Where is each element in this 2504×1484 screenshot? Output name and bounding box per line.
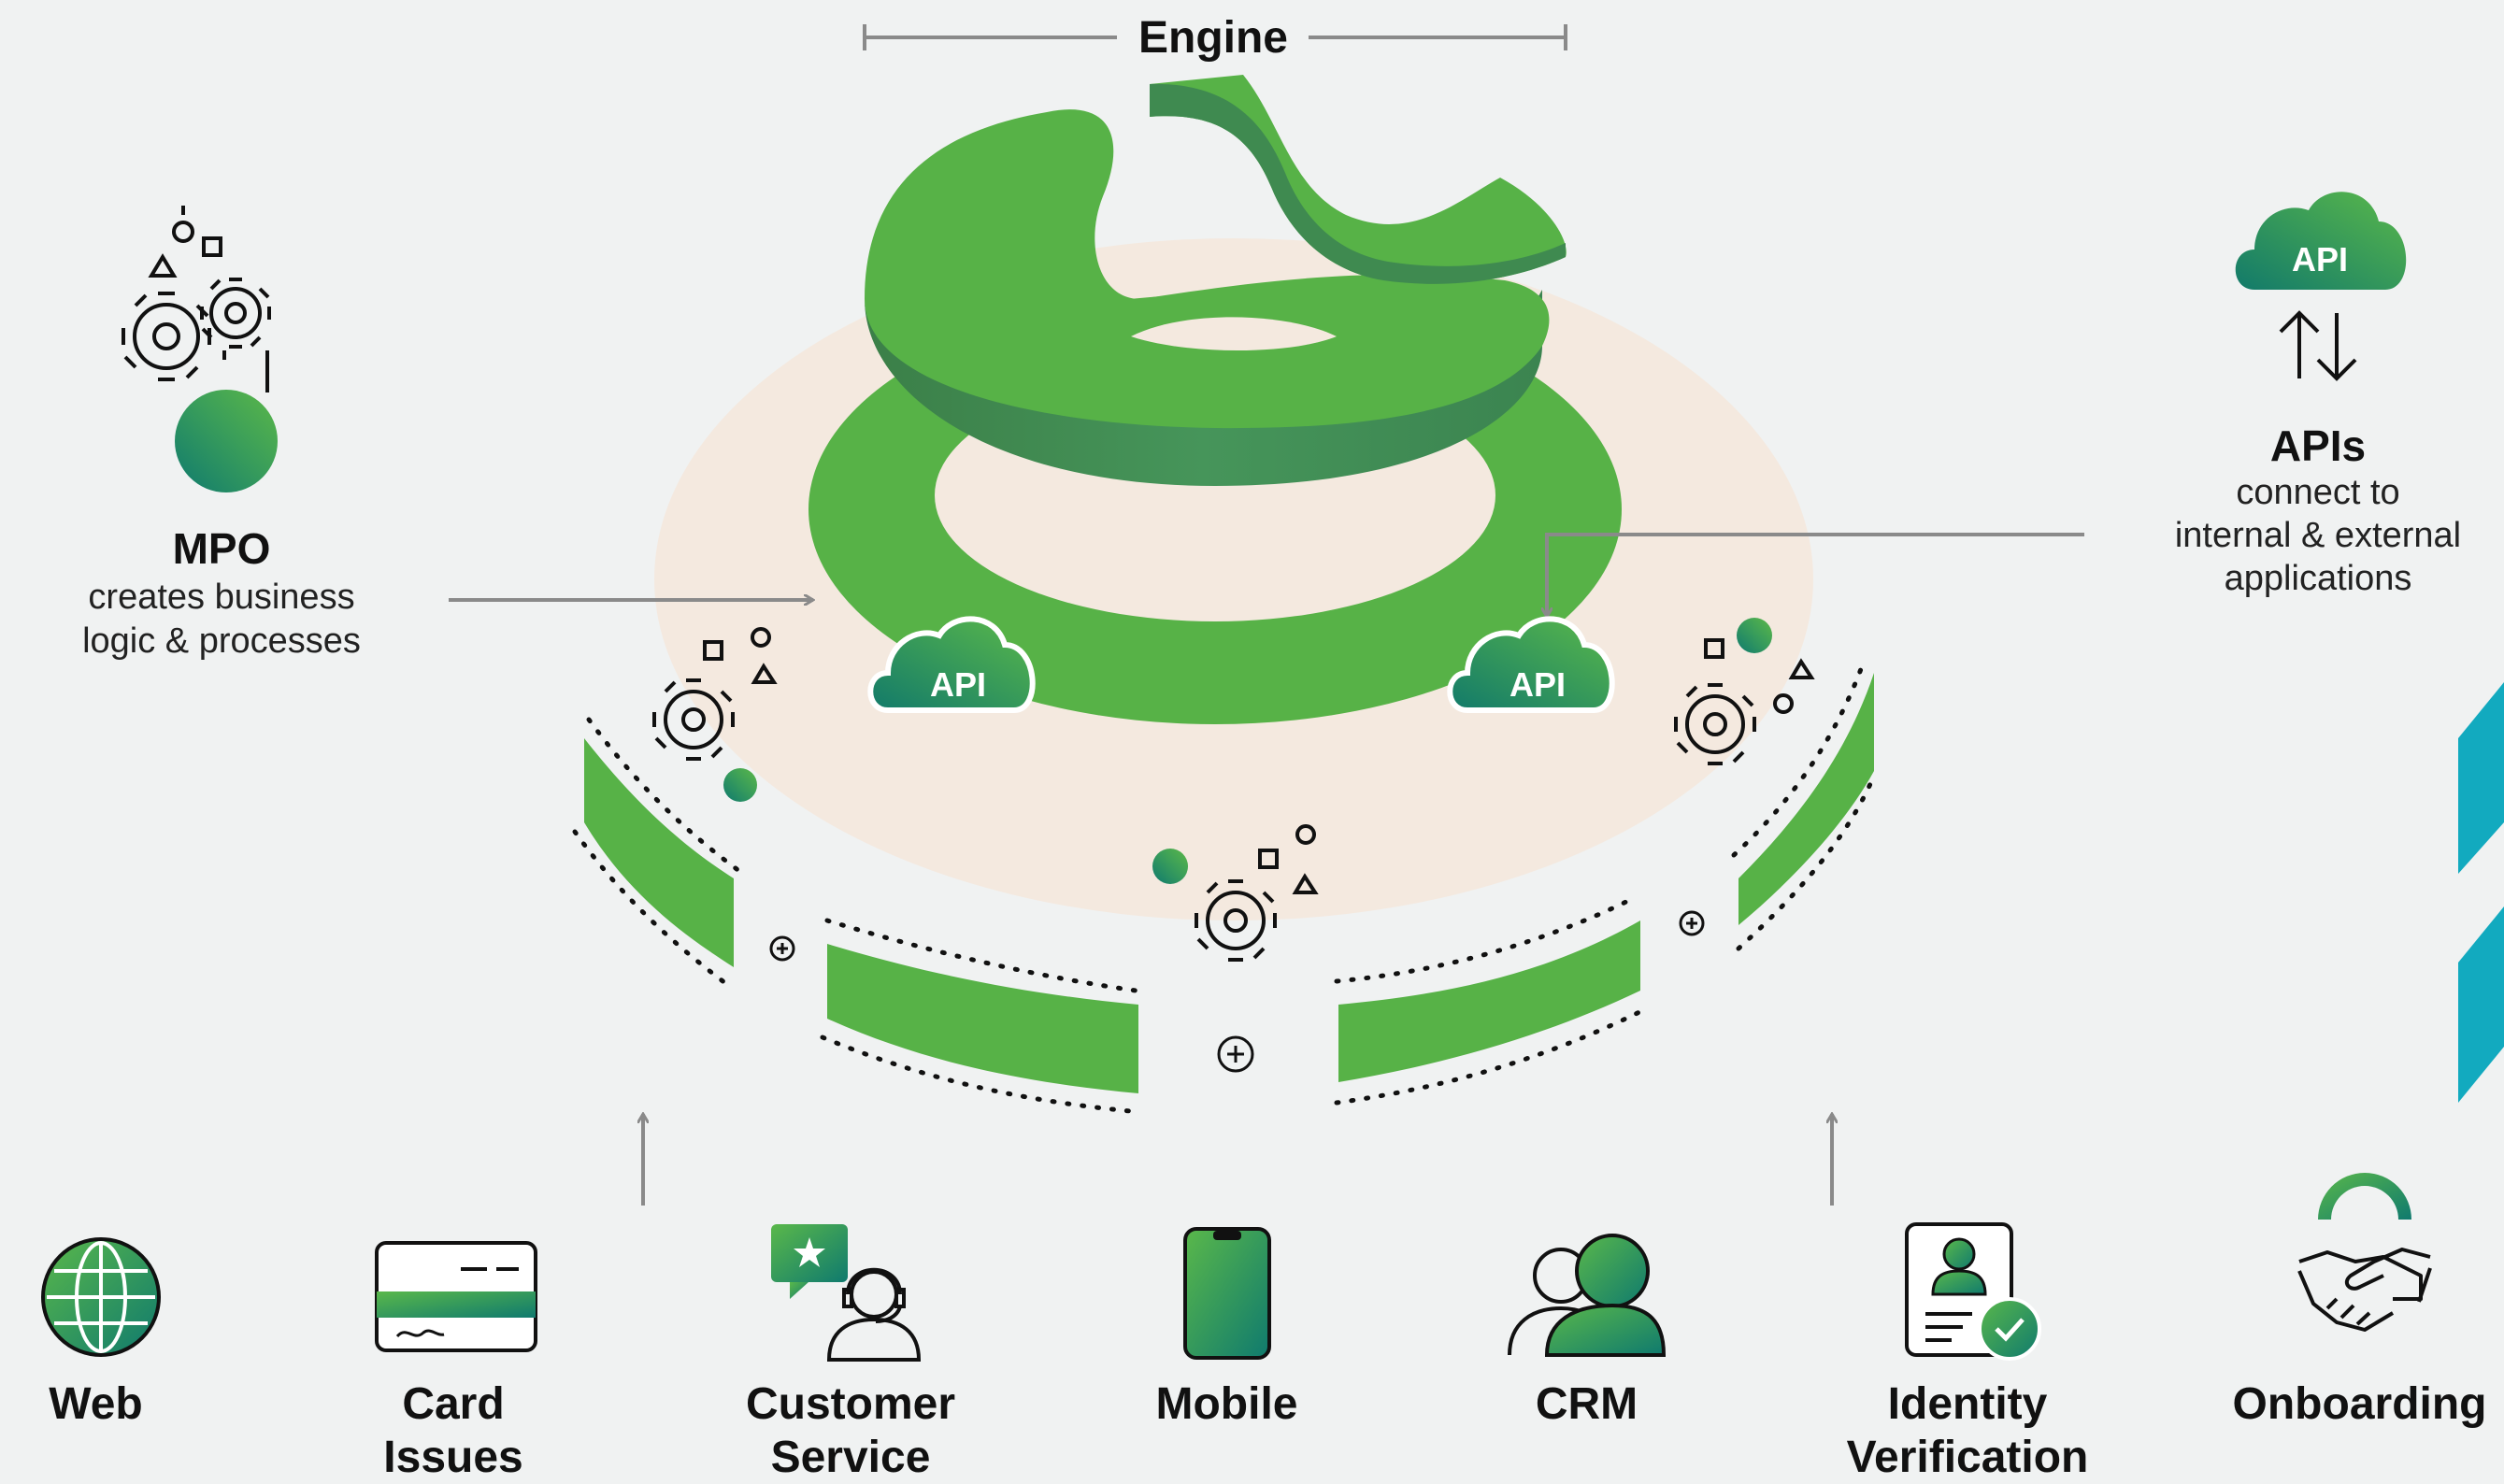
ring-api-badge-right-label: API	[1510, 665, 1566, 704]
people-icon	[1508, 1234, 1667, 1357]
channel-label-mobile-line-1: Mobile	[1155, 1379, 1298, 1429]
mpo-description-line-1: creates business	[88, 578, 355, 617]
engine-title: Engine	[1138, 13, 1288, 63]
channel-label-card-issues-line-1: Card	[402, 1379, 505, 1429]
mpo-title: MPO	[172, 524, 271, 573]
apis-title: APIs	[2269, 421, 2367, 470]
mpo-description-line-2: logic & processes	[82, 621, 361, 661]
channel-label-crm-line-1: CRM	[1535, 1379, 1638, 1429]
channel-label-crm: CRM	[1453, 1378, 1720, 1432]
channel-label-onboarding-line-1: Onboarding	[2232, 1379, 2487, 1429]
channel-label-mobile: Mobile	[1084, 1378, 1369, 1432]
channel-label-web: Web	[0, 1378, 192, 1432]
credit-card-icon	[375, 1241, 537, 1352]
apis-description-line-3: applications	[2224, 559, 2412, 598]
engine-bracket	[863, 24, 1567, 50]
apis-icon: API	[2235, 192, 2407, 290]
ring-joint-plus-icons	[769, 910, 1705, 1073]
globe-icon	[41, 1237, 161, 1357]
channel-label-identity-verification: Identity Verification	[1804, 1378, 2131, 1484]
channel-label-onboarding: Onboarding	[2215, 1378, 2504, 1432]
mpo-icon	[122, 206, 278, 492]
handshake-icon	[2297, 1173, 2432, 1332]
headset-agent-icon	[771, 1224, 922, 1362]
outer-ring-segments	[584, 673, 1874, 1093]
ring-api-badge-right: API	[1447, 616, 1615, 713]
ring-api-badge-left-label: API	[930, 665, 986, 704]
apis-icon-label: API	[2292, 240, 2348, 278]
apis-exchange-arrows	[2279, 310, 2357, 381]
gear-cluster-right	[1674, 618, 1815, 765]
id-badge-check-icon	[1905, 1222, 2041, 1361]
engine-ring-upper	[865, 75, 1567, 486]
gear-cluster-center	[1152, 824, 1319, 962]
ring-api-badge-left: API	[867, 616, 1036, 713]
channel-label-identity-verification-line-2: Verification	[1846, 1432, 2089, 1482]
outer-ring-dotted-edges	[572, 656, 1877, 1115]
channel-label-card-issues-line-2: Issues	[383, 1432, 523, 1482]
channel-label-customer-service-line-2: Service	[770, 1432, 931, 1482]
apis-description-line-2: internal & external	[2174, 516, 2462, 555]
gear-cluster-left	[652, 627, 778, 802]
channel-label-web-line-1: Web	[49, 1379, 143, 1429]
channel-label-customer-service: Customer Service	[710, 1378, 991, 1484]
decorative-accent-shapes	[2458, 682, 2504, 1103]
apis-description-line-1: connect to	[2236, 473, 2400, 512]
smartphone-icon	[1183, 1227, 1271, 1360]
apis-connector	[1547, 533, 2084, 617]
channel-label-customer-service-line-1: Customer	[745, 1379, 956, 1429]
channel-label-identity-verification-line-1: Identity	[1887, 1379, 2048, 1429]
channel-label-card-issues: Card Issues	[318, 1378, 589, 1484]
